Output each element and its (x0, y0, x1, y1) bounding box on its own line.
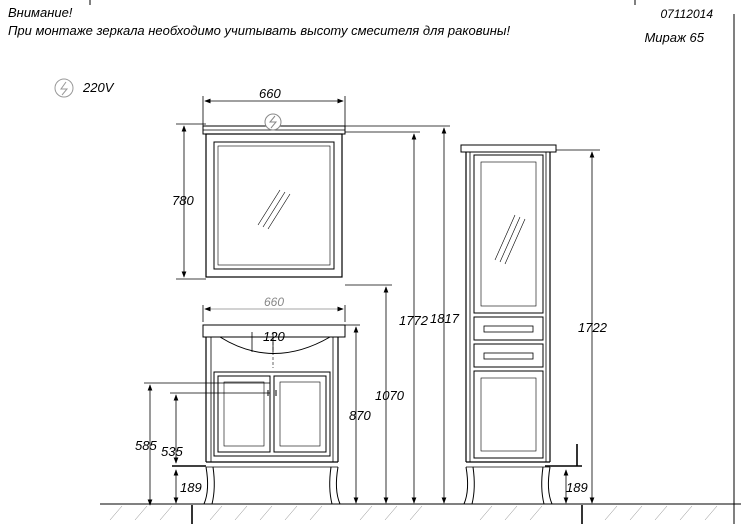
dim-column-heights (556, 149, 600, 504)
power-outlet-icon (54, 78, 74, 98)
mirror-top-height-label: 1772 (399, 313, 429, 328)
tall-total-height-label: 1817 (430, 311, 460, 326)
dim-drain-offset (251, 332, 274, 352)
countertop-height-label: 870 (349, 408, 371, 423)
dim-mirror-height (176, 123, 206, 280)
mirror-width-label: 660 (259, 86, 281, 101)
dim-mirror-width (202, 96, 346, 126)
floor-line (100, 503, 741, 521)
leg-height-label: 189 (180, 480, 202, 495)
notice-text: При монтаже зеркала необходимо учитывать… (8, 23, 511, 38)
power-label: 220V (82, 80, 115, 95)
drain-offset-label: 120 (263, 329, 285, 344)
dim-left-heights (144, 382, 270, 506)
cabinet-height-label: 1070 (375, 388, 405, 403)
mirror-lamp-icon (264, 113, 282, 131)
dim-vanity-heights (345, 284, 392, 504)
dim-sink-width (202, 305, 346, 322)
document-code: 07112014 (660, 7, 714, 21)
pipe-height-left-label: 585 (135, 438, 157, 453)
mirror (202, 125, 346, 278)
notice-title: Внимание! (8, 5, 73, 20)
mirror-height-label: 780 (172, 193, 194, 208)
dim-tall-heights (345, 125, 450, 504)
column-leg-height-label: 189 (566, 480, 588, 495)
frame-ticks (89, 0, 636, 5)
tall-column-cabinet (460, 144, 557, 505)
pipe-markers (172, 465, 206, 524)
column-height-label: 1722 (578, 320, 608, 335)
sink-width-label: 660 (264, 295, 284, 309)
column-pipe-markers (545, 444, 583, 524)
pipe-height-right-label: 535 (161, 444, 183, 459)
vanity-cabinet (203, 337, 341, 505)
model-name: Мираж 65 (644, 30, 704, 45)
